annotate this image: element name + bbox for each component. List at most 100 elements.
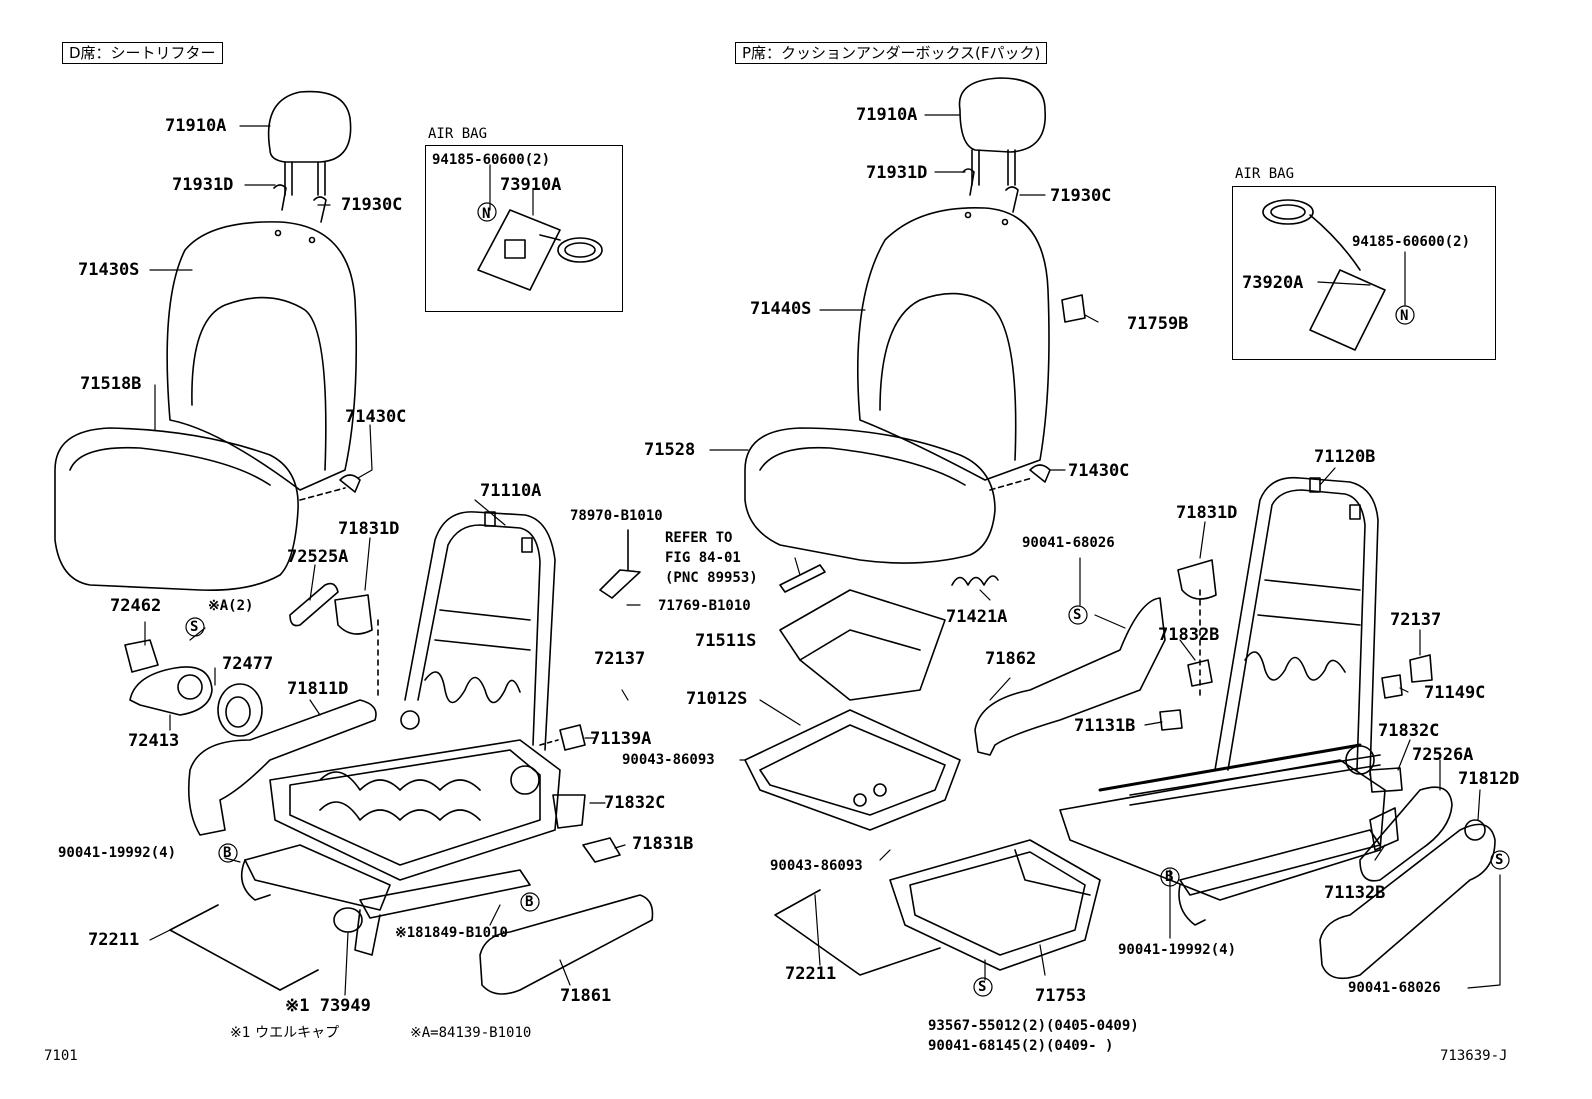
- page-code-right: 713639-J: [1440, 1048, 1508, 1064]
- label-90043-a: 90043-86093: [622, 752, 715, 768]
- symbol-s-right-1: S: [1073, 607, 1082, 623]
- right-headrest: [958, 77, 1046, 213]
- label-71139A: 71139A: [590, 729, 652, 749]
- label-90043-b: 90043-86093: [770, 858, 863, 874]
- label-90041-68145: 90041-68145(2)(0409- ): [928, 1038, 1114, 1054]
- right-section-title: P席：クッションアンダーボックス(Fパック): [735, 42, 1048, 64]
- label-71910A-left: 71910A: [165, 116, 227, 136]
- label-181849: ※181849-B1010: [395, 925, 508, 941]
- label-72211-left: 72211: [88, 930, 140, 950]
- right-cover-71831D: [1177, 559, 1217, 600]
- label-90041-68026-b: 90041-68026: [1348, 980, 1441, 996]
- label-71930C-right: 71930C: [1050, 186, 1112, 206]
- right-airbag-note: N: [1400, 308, 1409, 324]
- left-knob-72477: [217, 683, 263, 737]
- right-airbag-caption: AIR BAG: [1235, 166, 1295, 182]
- footnote-1: ※1 ウエルキャプ: [230, 1025, 340, 1041]
- mid-clip-78970: [599, 529, 641, 599]
- symbol-b-right-1: B: [1165, 869, 1174, 885]
- right-cover-71862: [974, 597, 1166, 756]
- left-airbag-box: [425, 145, 623, 312]
- left-airbag-note: N: [482, 206, 491, 222]
- label-71132B: 71132B: [1324, 883, 1386, 903]
- label-71832C-left: 71832C: [604, 793, 666, 813]
- label-71421A: 71421A: [946, 607, 1008, 627]
- label-71012S: 71012S: [686, 689, 748, 709]
- right-bracket-71149C: [1381, 674, 1403, 699]
- label-78970: 78970-B1010: [570, 508, 663, 524]
- label-71149C: 71149C: [1424, 683, 1486, 703]
- left-cover-71861: [479, 894, 654, 995]
- mid-part-refer: [779, 564, 826, 593]
- label-71831B: 71831B: [632, 834, 694, 854]
- label-71110A: 71110A: [480, 481, 542, 501]
- label-71861: 71861: [560, 986, 612, 1006]
- label-72211-mid: 72211: [785, 964, 837, 984]
- symbol-s-right-2: S: [1495, 852, 1504, 868]
- label-A2: ※A(2): [208, 598, 254, 614]
- label-71812D: 71812D: [1458, 769, 1520, 789]
- label-71832B: 71832B: [1158, 625, 1220, 645]
- label-71518B: 71518B: [80, 374, 142, 394]
- label-93567: 93567-55012(2)(0405-0409): [928, 1018, 1139, 1034]
- label-71862: 71862: [985, 649, 1037, 669]
- left-lever-72525A: [289, 582, 339, 627]
- left-bolt-71430C: [299, 474, 361, 501]
- label-90041-68026-a: 90041-68026: [1022, 535, 1115, 551]
- mid-pan-71012S: [744, 709, 961, 831]
- page-code-left: 7101: [44, 1048, 78, 1064]
- right-cover-71812D: [1319, 819, 1496, 980]
- mid-rod-72211: [774, 889, 941, 976]
- left-airbag-part1: 94185-60600(2): [432, 152, 551, 168]
- footnote-a: ※A=84139-B1010: [410, 1025, 532, 1041]
- label-refer-fig: FIG 84-01: [665, 550, 741, 566]
- label-refer-pnc: (PNC 89953): [665, 570, 758, 586]
- right-bracket-71131B: [1159, 709, 1183, 731]
- mid-pad-71511S: [779, 589, 946, 701]
- label-71430S: 71430S: [78, 260, 140, 280]
- symbol-b-left-1: B: [223, 845, 232, 861]
- right-airbag-part2: 73920A: [1242, 273, 1304, 293]
- left-rod-72211: [169, 904, 319, 991]
- left-seatback: [166, 221, 358, 491]
- left-bracket-71831B: [582, 837, 621, 863]
- label-71440S: 71440S: [750, 299, 812, 319]
- right-cushion: [744, 427, 996, 564]
- right-airbag-art: [1262, 199, 1386, 351]
- label-72413: 72413: [128, 731, 180, 751]
- label-71831D-left: 71831D: [338, 519, 400, 539]
- left-lever-72413: [124, 639, 213, 716]
- label-72462: 72462: [110, 596, 162, 616]
- left-cushion: [54, 427, 299, 592]
- right-clip-71759B: [1061, 294, 1086, 323]
- label-71811D: 71811D: [287, 679, 349, 699]
- left-bracket-71832C: [552, 794, 586, 829]
- right-bracket-72137: [1409, 654, 1433, 683]
- label-71430C-left: 71430C: [345, 407, 407, 427]
- label-refer-to: REFER TO: [665, 530, 733, 546]
- left-cover-71831D: [334, 594, 373, 635]
- left-bracket-71139A: [539, 724, 586, 751]
- label-71831D-right: 71831D: [1176, 503, 1238, 523]
- label-72525A: 72525A: [287, 547, 349, 567]
- left-cap-73949: [333, 907, 363, 933]
- right-bracket-71832B: [1187, 659, 1213, 687]
- label-71120B: 71120B: [1314, 447, 1376, 467]
- left-seat-frame: [240, 511, 561, 956]
- label-90041-19992-right: 90041-19992(4): [1118, 942, 1237, 958]
- right-bolt-71430C: [989, 464, 1051, 491]
- symbol-b-left-2: B: [525, 894, 534, 910]
- left-headrest: [267, 90, 352, 223]
- label-72477: 72477: [222, 654, 274, 674]
- label-71511S: 71511S: [695, 631, 757, 651]
- right-spring-71421A: [951, 575, 999, 586]
- symbol-s-right-3: S: [978, 979, 987, 995]
- left-airbag-part2: 73910A: [500, 175, 562, 195]
- right-airbag-box: [1232, 186, 1496, 360]
- label-71931D-right: 71931D: [866, 163, 928, 183]
- label-71931D-left: 71931D: [172, 175, 234, 195]
- label-71930C-left: 71930C: [341, 195, 403, 215]
- symbol-circles: [185, 202, 1510, 997]
- mid-box-71753: [889, 839, 1101, 971]
